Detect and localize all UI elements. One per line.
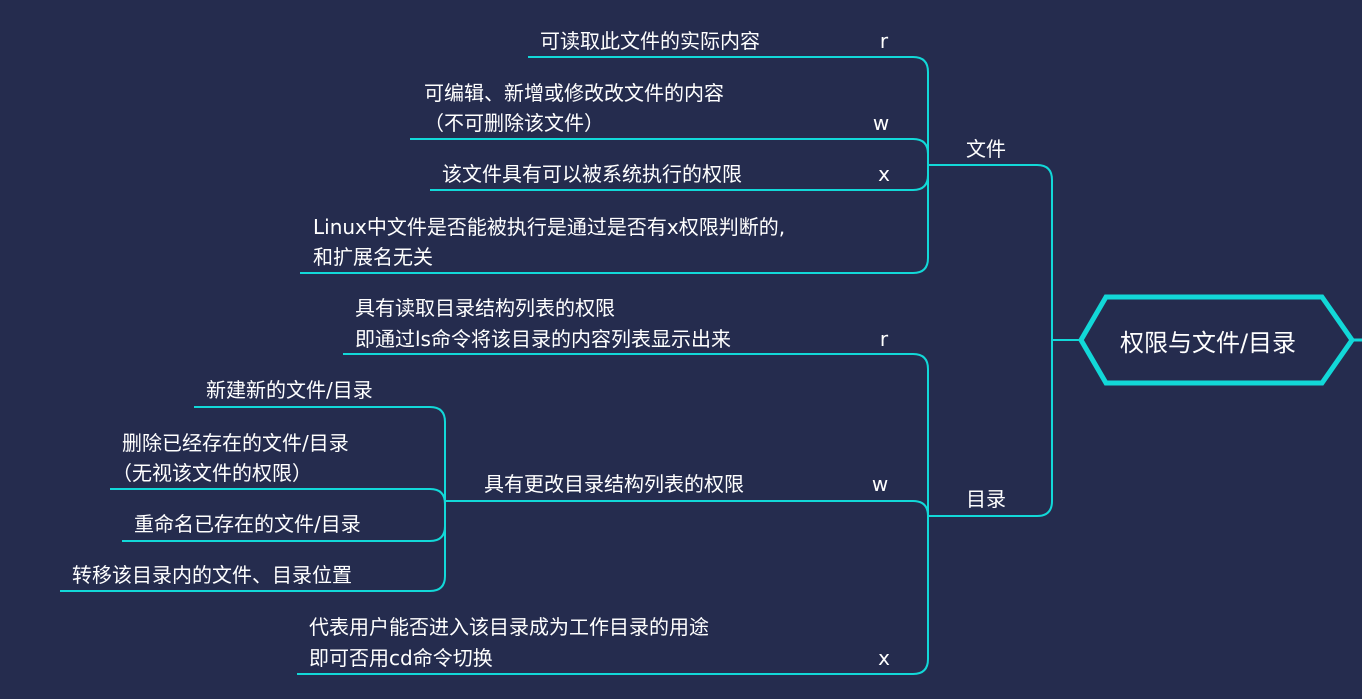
file-r-connector xyxy=(528,56,929,165)
dir-x-connector xyxy=(297,516,929,675)
file-r-desc[interactable]: 可读取此文件的实际内容 xyxy=(540,29,760,53)
w-delete-connector xyxy=(110,488,446,505)
branch-file-label[interactable]: 文件 xyxy=(966,137,1006,161)
dir-x-desc-line1[interactable]: 代表用户能否进入该目录成为工作目录的用途 xyxy=(309,615,709,639)
file-note-line1[interactable]: Linux中文件是否能被执行是通过是否有x权限判断的, xyxy=(313,215,786,239)
dir-w-desc[interactable]: 具有更改目录结构列表的权限 xyxy=(484,472,744,496)
dir-w-connector xyxy=(445,500,929,517)
w-child-rename[interactable]: 重命名已存在的文件/目录 xyxy=(134,512,361,536)
w-move-connector xyxy=(60,501,446,592)
dir-r-connector xyxy=(343,353,929,516)
file-x-mark[interactable]: x xyxy=(878,162,890,186)
file-x-desc[interactable]: 该文件具有可以被系统执行的权限 xyxy=(442,162,742,186)
file-w-desc-line2[interactable]: （不可删除该文件） xyxy=(424,111,604,135)
dir-w-mark[interactable]: w xyxy=(871,472,889,496)
file-w-desc-line1[interactable]: 可编辑、新增或修改改文件的内容 xyxy=(424,81,724,105)
branch-dir-label[interactable]: 目录 xyxy=(966,487,1006,511)
branch-file-connector xyxy=(928,164,1053,340)
file-r-mark[interactable]: r xyxy=(879,29,889,53)
dir-r-desc-line2[interactable]: 即通过ls命令将该目录的内容列表显示出来 xyxy=(355,327,731,351)
root-node-label[interactable]: 权限与文件/目录 xyxy=(1119,328,1297,357)
dir-r-desc-line1[interactable]: 具有读取目录结构列表的权限 xyxy=(355,296,615,320)
branch-dir-connector xyxy=(928,340,1053,517)
w-child-delete-line1[interactable]: 删除已经存在的文件/目录 xyxy=(122,431,349,455)
w-child-delete-line2[interactable]: （无视该文件的权限） xyxy=(112,461,312,485)
file-w-mark[interactable]: w xyxy=(872,111,890,135)
dir-x-mark[interactable]: x xyxy=(878,646,890,670)
w-child-create[interactable]: 新建新的文件/目录 xyxy=(206,378,373,402)
dir-x-desc-line2[interactable]: 即可否用cd命令切换 xyxy=(309,646,493,670)
dir-r-mark[interactable]: r xyxy=(879,327,889,351)
w-create-connector xyxy=(194,406,446,501)
file-note-line2[interactable]: 和扩展名无关 xyxy=(313,245,433,269)
file-w-connector xyxy=(410,138,929,165)
file-note-connector xyxy=(300,165,929,274)
w-child-move[interactable]: 转移该目录内的文件、目录位置 xyxy=(72,563,352,587)
